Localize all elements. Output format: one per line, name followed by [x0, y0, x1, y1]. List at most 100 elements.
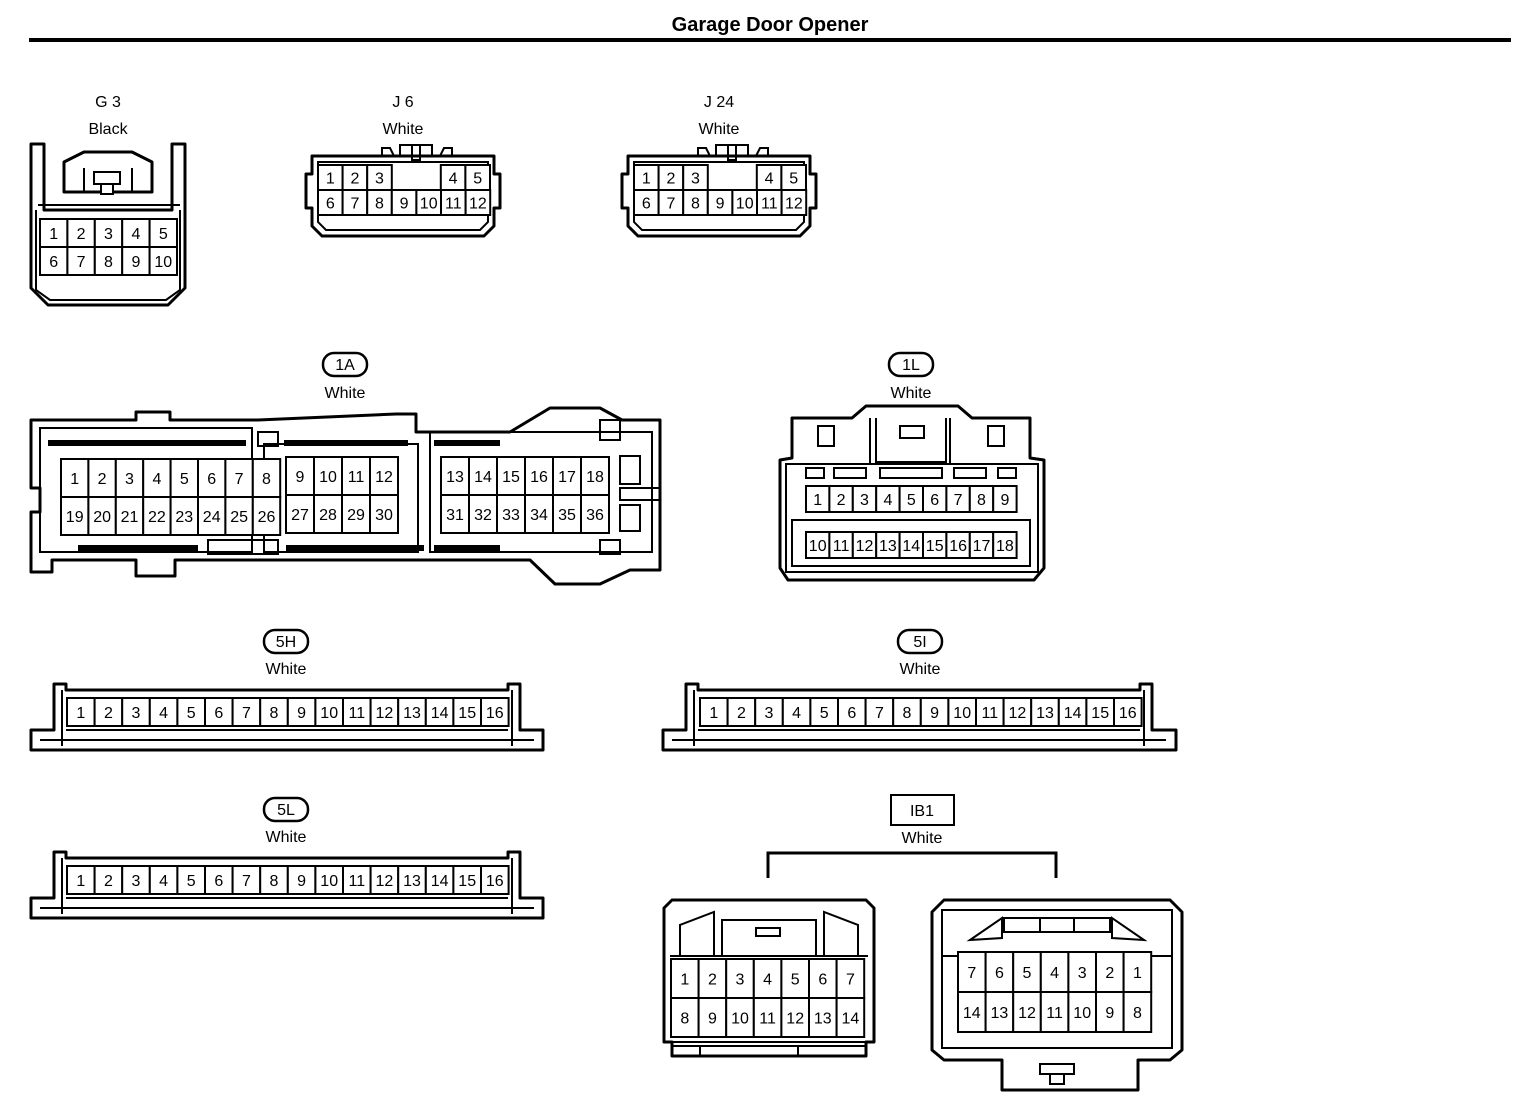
- pin-number: 1: [76, 705, 85, 722]
- pin-cavity: [424, 865, 455, 895]
- pin-cavity: [1057, 697, 1088, 727]
- connector-color: White: [902, 830, 943, 847]
- pin-number: 9: [296, 469, 305, 486]
- pin-cavity: [142, 496, 172, 536]
- title-rule: [29, 38, 1511, 42]
- pin-number: 9: [1105, 1005, 1114, 1022]
- pin-number: 25: [230, 509, 248, 526]
- pin-number: 4: [449, 171, 458, 188]
- pin-cavity: [1067, 951, 1098, 993]
- pin-number: 1: [76, 873, 85, 890]
- pin-number: 2: [98, 471, 107, 488]
- pin-number: 1: [642, 171, 651, 188]
- pin-cavity: [397, 697, 427, 727]
- connector-code: J 24: [704, 94, 734, 111]
- pin-number: 11: [981, 705, 998, 722]
- connector-color: White: [383, 121, 424, 138]
- pin-number: 8: [691, 196, 700, 213]
- pin-cavity: [809, 697, 840, 727]
- connector-housing: [29, 142, 187, 307]
- pin-number: 6: [930, 492, 939, 509]
- connector-code: IB1: [910, 803, 934, 820]
- pin-number: 5: [180, 471, 189, 488]
- pin-cavity: [754, 697, 784, 727]
- pin-number: 10: [320, 873, 338, 890]
- pin-cavity: [837, 697, 867, 727]
- pin-cavity: [452, 697, 482, 727]
- code-pill: [262, 796, 310, 823]
- pin-number: 2: [350, 171, 359, 188]
- connector-housing: [778, 404, 1046, 582]
- pin-cavity: [780, 164, 808, 191]
- pin-number: 13: [814, 1011, 832, 1028]
- pin-number: 35: [558, 507, 576, 524]
- pin-cavity: [224, 496, 254, 536]
- pin-number: 7: [350, 196, 359, 213]
- pin-number: 13: [446, 469, 464, 486]
- pin-number: 9: [708, 1011, 717, 1028]
- pin-cavity: [992, 531, 1018, 559]
- pin-cavity: [286, 865, 317, 895]
- pin-number: 7: [666, 196, 675, 213]
- pin-number: 10: [953, 705, 971, 722]
- connector-color: White: [266, 661, 307, 678]
- pin-number: 8: [262, 471, 271, 488]
- pin-number: 15: [1091, 705, 1109, 722]
- pin-number: 6: [847, 705, 856, 722]
- pin-number: 23: [175, 509, 193, 526]
- pin-number: 28: [319, 507, 337, 524]
- pin-number: 4: [765, 171, 774, 188]
- connector-housing: [620, 144, 818, 238]
- pin-cavity: [121, 865, 151, 895]
- pin-cavity: [390, 189, 418, 216]
- pin-cavity: [984, 991, 1015, 1033]
- pin-number: 4: [159, 705, 168, 722]
- pin-number: 14: [1064, 705, 1082, 722]
- pin-number: 10: [731, 1011, 749, 1028]
- pin-number: 8: [903, 705, 912, 722]
- pin-number: 10: [320, 705, 338, 722]
- pin-cavity: [780, 997, 811, 1038]
- pin-cavity: [682, 164, 709, 191]
- pin-number: 7: [875, 705, 884, 722]
- pin-number: 3: [132, 705, 141, 722]
- pin-number: 4: [1050, 965, 1059, 982]
- pin-number: 11: [348, 705, 365, 722]
- pin-cavity: [633, 189, 660, 216]
- pin-cavity: [726, 697, 757, 727]
- pin-number: 8: [270, 873, 279, 890]
- pin-number: 8: [680, 1011, 689, 1028]
- pin-number: 10: [736, 196, 754, 213]
- pin-cavity: [580, 456, 610, 496]
- pin-cavity: [285, 494, 315, 534]
- pin-number: 5: [789, 171, 798, 188]
- pin-cavity: [121, 218, 151, 248]
- pin-number: 3: [104, 226, 113, 243]
- pin-number: 3: [125, 471, 134, 488]
- code-pill: [321, 351, 369, 378]
- pin-number: 1: [680, 972, 689, 989]
- pin-cavity: [670, 997, 700, 1038]
- pin-number: 12: [786, 1011, 804, 1028]
- pin-number: 11: [833, 538, 850, 555]
- connector-housing: [29, 406, 662, 586]
- pin-number: 8: [270, 705, 279, 722]
- pin-number: 16: [949, 538, 967, 555]
- code-pill: [896, 628, 944, 655]
- pin-number: 10: [420, 196, 438, 213]
- pin-cavity: [1085, 697, 1116, 727]
- pin-number: 22: [148, 509, 166, 526]
- pin-cavity: [317, 164, 344, 191]
- pin-number: 1: [709, 705, 718, 722]
- pin-number: 5: [187, 873, 196, 890]
- pin-number: 13: [403, 705, 421, 722]
- pin-number: 16: [486, 705, 504, 722]
- pin-number: 15: [458, 705, 476, 722]
- pin-number: 15: [502, 469, 520, 486]
